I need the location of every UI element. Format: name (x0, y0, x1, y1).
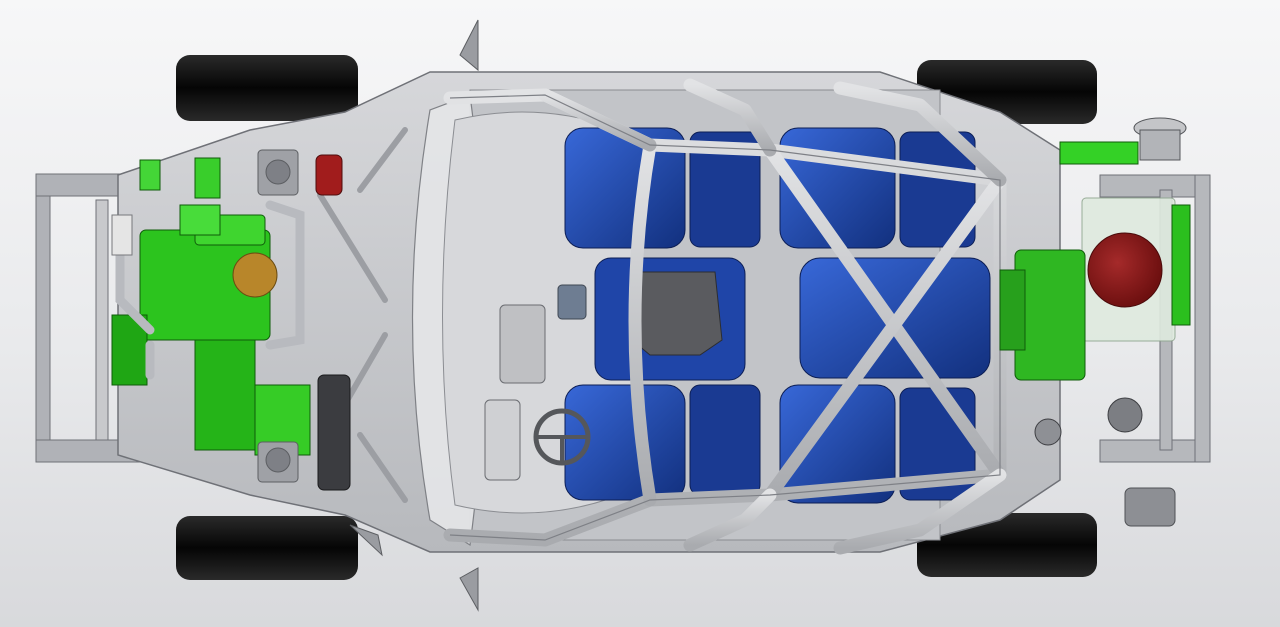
rear-canister (1133, 117, 1187, 161)
rear-green-side (1171, 204, 1191, 326)
mirror-left (459, 19, 479, 72)
center-console (631, 271, 723, 356)
exhaust-box (1124, 487, 1176, 527)
red-fuel-cap (315, 154, 343, 196)
tire-front-right (176, 516, 358, 580)
rear-pulley (1034, 397, 1143, 446)
steering-rack (317, 374, 351, 491)
rear-motor (999, 249, 1086, 381)
intercooler (111, 214, 133, 256)
rear-green-bar (1059, 141, 1139, 165)
suspension-left (257, 149, 299, 196)
console-unit (499, 304, 546, 384)
seat-front-left (564, 127, 761, 249)
engine-pulley (232, 252, 278, 298)
tire-front-left (176, 55, 358, 121)
console-unit-2 (484, 399, 521, 481)
mirror-left-front (349, 524, 383, 557)
seat-rear-left (779, 127, 976, 249)
mirror-right (459, 567, 479, 612)
suspension-right (257, 441, 299, 483)
seat-front-right (564, 384, 761, 501)
red-disc (1087, 232, 1163, 308)
steering-wheel (533, 408, 591, 466)
gauge-cluster (557, 284, 587, 320)
